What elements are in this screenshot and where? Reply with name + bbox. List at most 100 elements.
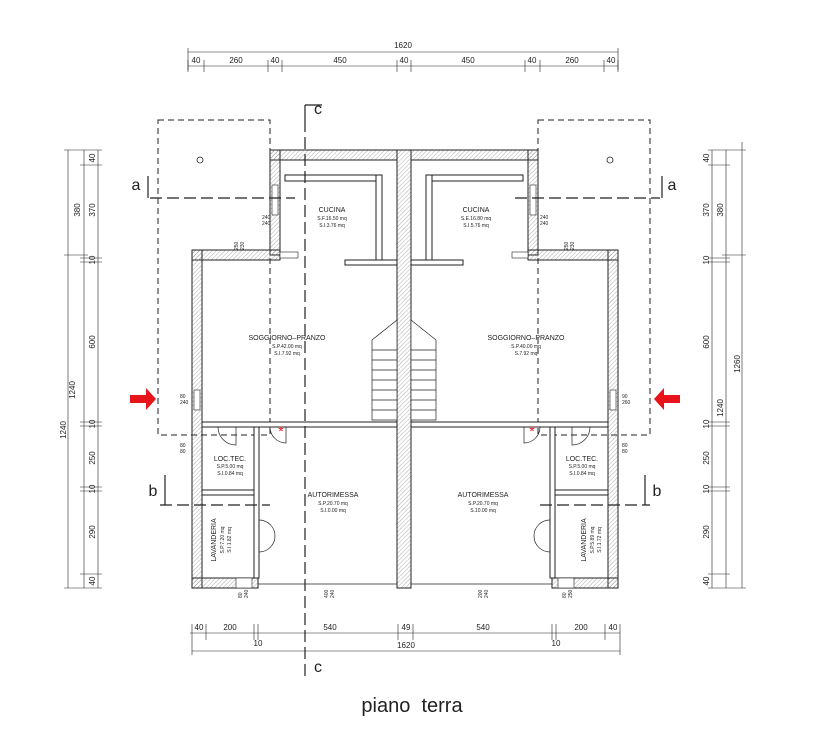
bottom-small-0: 10 xyxy=(254,639,263,648)
opening-dim: 80 xyxy=(180,449,186,455)
room-area: S.10.00 mq xyxy=(470,508,496,514)
opening-dim: 80 xyxy=(622,443,628,449)
bottom-seg-3: 49 xyxy=(402,623,411,632)
right-group-dim: 380 xyxy=(716,203,725,217)
left-mid-total: 1240 xyxy=(59,421,68,439)
bottom-dimensions: 40 200 540 49 540 200 40 10 10 1620 xyxy=(190,623,621,655)
left-inner-1: 370 xyxy=(88,203,97,217)
opening-dim: 240 xyxy=(262,221,271,227)
opening-dim: 80 xyxy=(562,592,568,598)
opening-dim: 240 xyxy=(262,215,271,221)
opening-dim: 90 xyxy=(622,394,628,400)
opening-dim: 80 xyxy=(180,394,186,400)
right-inner-6: 10 xyxy=(702,484,711,493)
room-area: S.P.20.70 mq xyxy=(318,501,348,507)
room-area: S.P.20.70 mq xyxy=(468,501,498,507)
left-inner-4: 10 xyxy=(88,419,97,428)
room-label: AUTORIMESSA xyxy=(458,492,509,499)
top-seg-8: 40 xyxy=(607,56,616,65)
right-inner-0: 40 xyxy=(702,153,711,162)
opening-dim: 230 xyxy=(240,241,246,250)
opening-dim: 240 xyxy=(540,215,549,221)
left-inner-5: 250 xyxy=(88,451,97,465)
asterisk-right-icon: * xyxy=(529,423,535,439)
room-label: CUCINA xyxy=(463,207,490,214)
room-area: S.I.1.82 mq xyxy=(227,527,233,553)
top-seg-5: 450 xyxy=(461,56,475,65)
left-inner-3: 600 xyxy=(88,335,97,349)
drawing-title: piano terra xyxy=(361,695,463,717)
section-a-left: a xyxy=(132,177,141,194)
room-area: S.I.5.76 mq xyxy=(463,223,489,229)
room-area: S.P.5.89 mq xyxy=(590,526,596,553)
terrace-outline-left xyxy=(157,119,271,436)
top-total-dim: 1620 xyxy=(394,41,412,50)
opening-dim: 250 xyxy=(568,589,574,598)
opening-dimensions: 240 240 240 240 250 230 250 230 80 240 9… xyxy=(180,215,631,598)
room-label: LAVANDERIA xyxy=(581,518,588,562)
bottom-small-1: 10 xyxy=(552,639,561,648)
bottom-seg-2: 540 xyxy=(323,623,337,632)
room-label: LOC.TEC. xyxy=(214,456,246,463)
room-area: S.E.16.80 mq xyxy=(461,216,492,222)
room-label: AUTORIMESSA xyxy=(308,492,359,499)
opening-dim: 80 xyxy=(180,443,186,449)
room-label: LOC.TEC. xyxy=(566,456,598,463)
room-label: LAVANDERIA xyxy=(211,518,218,562)
opening-dim: 400 xyxy=(324,589,330,598)
right-inner-7: 290 xyxy=(702,525,711,539)
bottom-seg-0: 40 xyxy=(195,623,204,632)
bottom-seg-5: 200 xyxy=(574,623,588,632)
entry-arrow-left-icon xyxy=(130,388,156,410)
right-dimensions: 1260 380 1240 40 370 10 600 10 250 10 29… xyxy=(702,142,746,589)
opening-dim: 240 xyxy=(244,589,250,598)
left-inner-8: 40 xyxy=(88,576,97,585)
right-inner-8: 40 xyxy=(702,576,711,585)
left-inner-7: 290 xyxy=(88,525,97,539)
room-area: S.I.0.84 mq xyxy=(569,471,595,477)
right-inner-4: 10 xyxy=(702,419,711,428)
entry-arrow-right-icon xyxy=(654,388,680,410)
section-c-top: c xyxy=(314,101,322,118)
room-area: S.P.42.00 mq xyxy=(272,344,302,350)
bottom-total-dim: 1620 xyxy=(397,641,415,650)
section-lines xyxy=(147,104,663,680)
room-label: SOGGIORNO–PRANZO xyxy=(248,335,326,342)
section-a-right: a xyxy=(668,177,677,194)
opening-dim: 80 xyxy=(622,449,628,455)
opening-dim: 200 xyxy=(478,589,484,598)
room-area: S.P.7.20 mq xyxy=(220,526,226,553)
right-inner-1: 370 xyxy=(702,203,711,217)
room-label: SOGGIORNO–PRANZO xyxy=(487,335,565,342)
opening-dim: 240 xyxy=(330,589,336,598)
opening-dim: 80 xyxy=(238,592,244,598)
room-area: S.F.16.50 mq xyxy=(317,216,347,222)
top-dimensions: 1620 40 260 40 450 40 450 40 260 40 xyxy=(187,41,619,72)
column-marker-left xyxy=(196,156,204,164)
right-inner-5: 250 xyxy=(702,451,711,465)
right-inner-2: 10 xyxy=(702,255,711,264)
room-area: S.P.5.00 mq xyxy=(217,464,244,470)
asterisk-left-icon: * xyxy=(278,423,284,439)
left-group-dim: 380 xyxy=(73,203,82,217)
column-marker-right xyxy=(606,156,614,164)
opening-dim: 250 xyxy=(564,241,570,250)
opening-dim: 250 xyxy=(234,241,240,250)
bottom-seg-1: 200 xyxy=(223,623,237,632)
opening-dim: 240 xyxy=(484,589,490,598)
room-area: S.I.0.00 mq xyxy=(320,508,346,514)
left-dimensions: 1240 380 1240 40 370 10 600 10 250 10 29… xyxy=(59,149,102,589)
opening-dim: 240 xyxy=(180,400,189,406)
room-label: CUCINA xyxy=(319,207,346,214)
room-area: S.I.7.92 mq xyxy=(274,351,300,357)
terrace-outline-right xyxy=(537,119,651,436)
section-b-left: b xyxy=(149,483,158,500)
room-area: S.P.5.00 mq xyxy=(569,464,596,470)
left-inner-0: 40 xyxy=(88,153,97,162)
right-mid-total: 1240 xyxy=(716,399,725,417)
opening-dim: 230 xyxy=(570,241,576,250)
rooms-right: CUCINA S.E.16.80 mq S.I.5.76 mq SOGGIORN… xyxy=(458,207,603,562)
room-area: S.I.0.84 mq xyxy=(217,471,243,477)
left-inner-6: 10 xyxy=(88,484,97,493)
